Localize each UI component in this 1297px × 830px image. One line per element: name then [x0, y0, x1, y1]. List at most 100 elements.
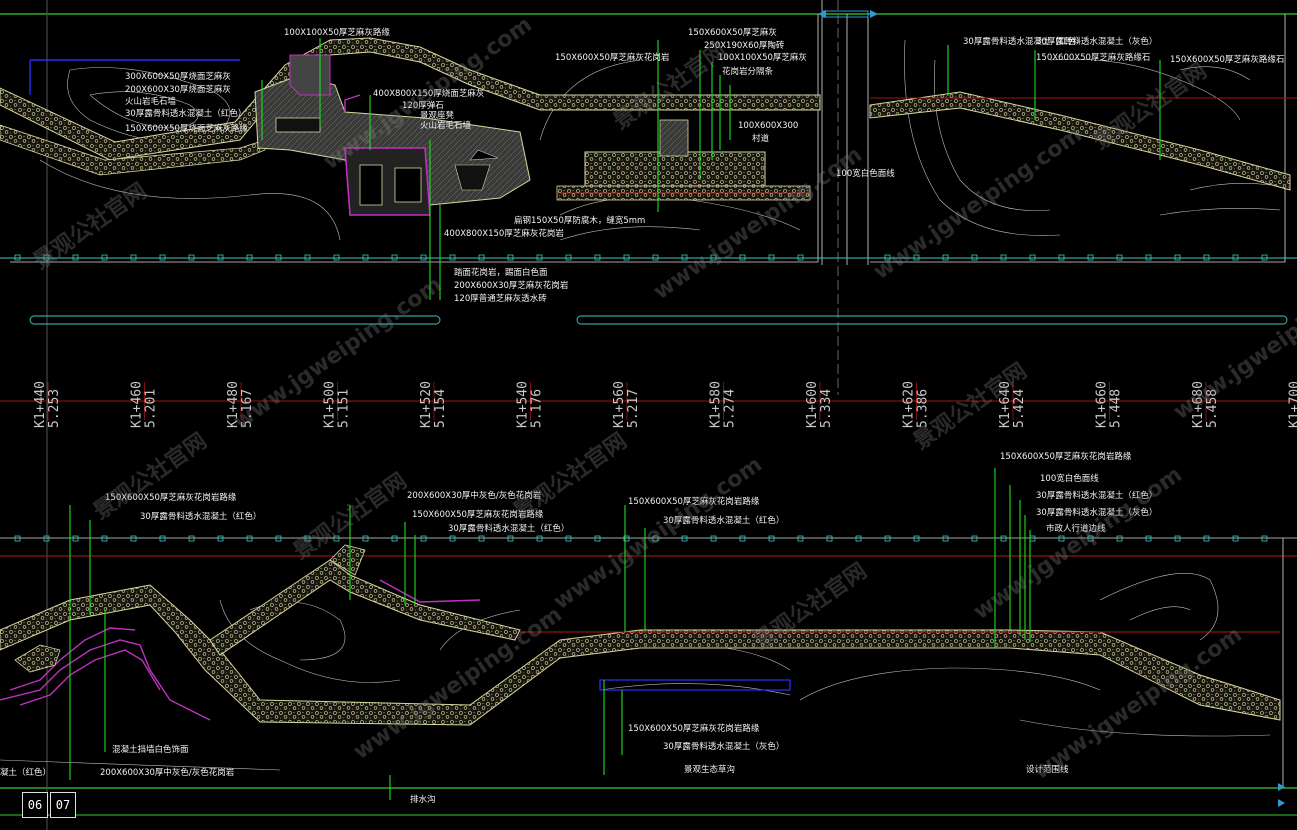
- top-label: 120厚普通芝麻灰透水砖: [454, 293, 547, 304]
- curb-marker: [1145, 254, 1152, 261]
- curb-marker: [913, 535, 920, 542]
- station-chainage: K1+580: [709, 381, 724, 428]
- curb-marker: [739, 535, 746, 542]
- curb-marker: [826, 535, 833, 542]
- bottom-label: 150X600X50厚芝麻灰花岗岩路缘: [105, 492, 237, 503]
- top-label: 400X800X150厚烧面芝麻灰: [373, 88, 484, 99]
- curb-marker: [362, 254, 369, 261]
- top-plan: 100X100X50厚芝麻灰路缘300X600X50厚烧面芝麻灰200X600X…: [0, 14, 1297, 402]
- curb-marker: [159, 535, 166, 542]
- top-label: 100X600X300: [738, 121, 798, 131]
- bottom-label: 30厚露骨料透水混凝土（灰色）: [663, 741, 784, 752]
- curb-marker: [1261, 254, 1268, 261]
- curb-marker: [971, 254, 978, 261]
- watermark-text: www.jgweiping.com: [869, 122, 1087, 285]
- station-chainage: K1+640: [998, 381, 1013, 428]
- curb-marker: [652, 254, 659, 261]
- station-chainage: K1+700: [1288, 381, 1297, 428]
- curb-marker: [275, 535, 282, 542]
- bottom-label: 30厚露骨料透水混凝土（红色）: [1036, 490, 1157, 501]
- curb-marker: [623, 535, 630, 542]
- curb-marker: [507, 535, 514, 542]
- bottom-label: 市政人行道边线: [1046, 523, 1106, 534]
- curb-marker: [1000, 254, 1007, 261]
- station-chainage: K1+520: [419, 381, 434, 428]
- curb-marker: [449, 535, 456, 542]
- curb-marker: [188, 254, 195, 261]
- curb-marker: [594, 254, 601, 261]
- curb-marker: [594, 535, 601, 542]
- top-label: 30厚露骨料透水混凝土（红色）: [125, 108, 246, 119]
- curb-marker: [565, 254, 572, 261]
- curb-marker: [681, 535, 688, 542]
- curb-marker: [1058, 254, 1065, 261]
- curb-marker: [710, 254, 717, 261]
- top-label: 120厚弹石: [402, 100, 444, 111]
- top-label: 30厚露骨料透水混凝土（灰色）: [1036, 36, 1157, 47]
- curb-marker: [884, 535, 891, 542]
- curb-marker: [14, 535, 21, 542]
- watermark-text: 景观公社官网: [89, 428, 212, 525]
- curb-marker: [304, 254, 311, 261]
- curb-marker: [101, 254, 108, 261]
- curb-marker: [391, 535, 398, 542]
- bottom-label: 景观生态草沟: [684, 764, 735, 775]
- station-chainage: K1+460: [130, 381, 145, 428]
- curb-markers-bottom: [14, 535, 1268, 542]
- curb-marker: [681, 254, 688, 261]
- bottom-label: 凝土（红色）: [0, 767, 51, 778]
- station-elevation: 5.167: [240, 389, 255, 428]
- top-label: 100X100X50厚芝麻灰路缘: [284, 27, 390, 38]
- curb-marker: [797, 254, 804, 261]
- top-label: 300X600X50厚烧面芝麻灰: [125, 71, 231, 82]
- curb-marker: [1116, 254, 1123, 261]
- curb-marker: [710, 535, 717, 542]
- top-label: 花岗岩分隔条: [722, 66, 774, 77]
- bottom-label: 150X600X50厚芝麻灰花岗岩路缘: [628, 496, 760, 507]
- watermark-text: www.jgweiping.com: [1169, 262, 1297, 425]
- curb-marker: [43, 254, 50, 261]
- curb-marker: [1058, 535, 1065, 542]
- curb-marker: [652, 535, 659, 542]
- curb-marker: [884, 254, 891, 261]
- bottom-label: 200X600X30厚中灰色/灰色花岗岩: [407, 490, 542, 501]
- station-elevation: 5.386: [916, 389, 931, 428]
- curb-marker: [420, 254, 427, 261]
- station-chainage: K1+440: [33, 381, 48, 428]
- curb-marker: [971, 535, 978, 542]
- sheet-number-right: 07: [50, 792, 76, 818]
- station-chainage: K1+500: [323, 381, 338, 428]
- top-annotation-labels: 100X100X50厚芝麻灰路缘300X600X50厚烧面芝麻灰200X600X…: [125, 27, 1284, 304]
- station-chainage: K1+480: [226, 381, 241, 428]
- bottom-label: 30厚露骨料透水混凝土（灰色）: [1036, 507, 1157, 518]
- curb-marker: [739, 254, 746, 261]
- top-label: 30厚露骨料透水混凝土（红色）: [963, 36, 1084, 47]
- top-label: 景观座凳: [420, 110, 455, 121]
- bottom-label: 150X600X50厚芝麻灰花岗岩路缘: [412, 509, 544, 520]
- curb-marker: [188, 535, 195, 542]
- station-elevation: 5.151: [337, 389, 352, 428]
- station-chainage: K1+680: [1191, 381, 1206, 428]
- bottom-label: 设计范围线: [1026, 764, 1069, 775]
- bottom-plan: 150X600X50厚芝麻灰花岗岩路缘 30厚露骨料透水混凝土（红色） 200X60…: [0, 451, 1297, 807]
- station-chainage: K1+540: [516, 381, 531, 428]
- curb-marker: [72, 254, 79, 261]
- top-label: 150X600X50厚芝麻灰花岗岩: [555, 52, 670, 63]
- top-label-curb-right: 150X600X50厚芝麻灰路缘石: [1170, 54, 1284, 65]
- curb-marker: [797, 535, 804, 542]
- station-chainage: K1+600: [805, 381, 820, 428]
- watermark-text: 景观公社官网: [509, 428, 632, 525]
- curb-marker: [478, 254, 485, 261]
- station-elevation: 5.448: [1109, 389, 1124, 428]
- curb-marker: [130, 254, 137, 261]
- curb-marker: [1203, 535, 1210, 542]
- curb-marker: [623, 254, 630, 261]
- curb-marker: [1203, 254, 1210, 261]
- sheet-number-left: 06: [22, 792, 48, 818]
- top-label: 村道: [752, 133, 770, 144]
- curb-marker: [1116, 535, 1123, 542]
- curb-marker: [72, 535, 79, 542]
